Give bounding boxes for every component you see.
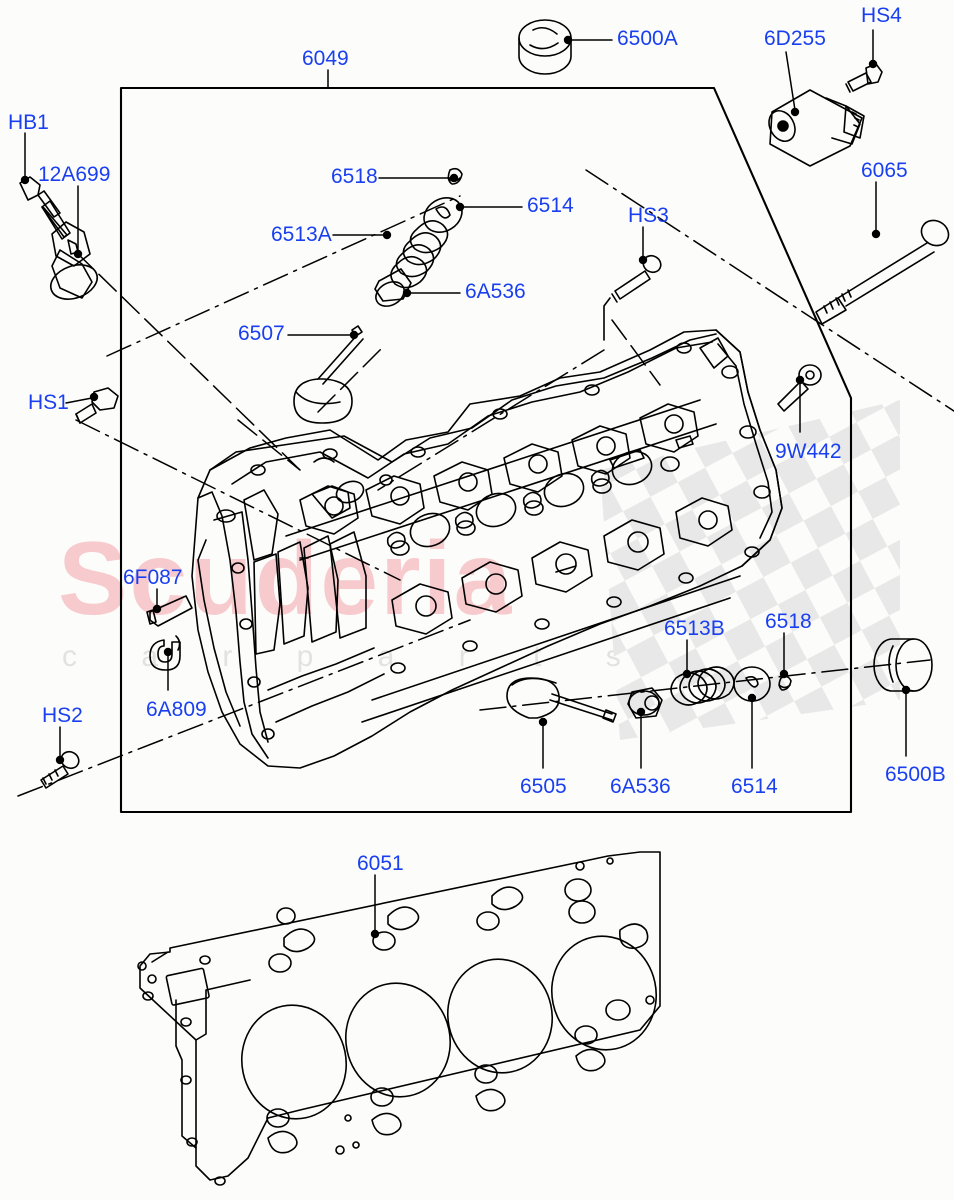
callout-label-9w442[interactable]: 9W442 xyxy=(775,440,842,463)
part-hb1-head-bolt xyxy=(19,176,71,240)
part-6051-head-gasket xyxy=(137,851,661,1186)
callout-label-6518-upper[interactable]: 6518 xyxy=(331,165,378,188)
watermark-brand: Scuderia xyxy=(58,521,514,637)
callout-label-6a809[interactable]: 6A809 xyxy=(146,698,207,721)
callout-label-6507[interactable]: 6507 xyxy=(238,322,285,345)
part-6500a-valve-tappet xyxy=(518,19,572,75)
callout-label-6514-lower[interactable]: 6514 xyxy=(731,775,778,798)
callout-label-6a536-lower[interactable]: 6A536 xyxy=(610,775,671,798)
checkered-flag-watermark xyxy=(600,400,900,740)
valve-train-lower xyxy=(506,666,792,723)
part-hs2-screw xyxy=(40,750,80,789)
callout-label-6a536-upper[interactable]: 6A536 xyxy=(465,280,526,303)
callout-label-6d255[interactable]: 6D255 xyxy=(764,27,826,50)
part-9w442-dowel xyxy=(777,364,822,412)
callout-label-6500a[interactable]: 6500A xyxy=(617,27,678,50)
callout-label-6500b[interactable]: 6500B xyxy=(885,763,946,786)
callout-label-6518-lower[interactable]: 6518 xyxy=(765,610,812,633)
callout-label-6513b[interactable]: 6513B xyxy=(664,617,725,640)
callout-label-hs4[interactable]: HS4 xyxy=(861,4,902,27)
part-6d255-cam-actuator xyxy=(768,89,865,167)
callout-label-6065[interactable]: 6065 xyxy=(861,159,908,182)
part-hs1-screw xyxy=(75,387,119,424)
callout-label-hb1[interactable]: HB1 xyxy=(8,111,49,134)
callout-label-6513a[interactable]: 6513A xyxy=(271,223,332,246)
part-6065-long-bolt xyxy=(815,219,950,325)
valve-train-upper xyxy=(293,167,463,424)
part-hs3-screw xyxy=(603,254,662,341)
callout-label-6049[interactable]: 6049 xyxy=(302,47,349,70)
callout-label-hs2[interactable]: HS2 xyxy=(42,704,83,727)
part-6f087-dowel-pin xyxy=(146,595,193,627)
leader-lines xyxy=(24,29,907,933)
callout-label-6051[interactable]: 6051 xyxy=(357,852,404,875)
part-6500b-valve-tappet xyxy=(873,638,933,692)
group-boundary-6049 xyxy=(119,86,853,814)
callout-label-6514-upper[interactable]: 6514 xyxy=(527,194,574,217)
callout-label-hs1[interactable]: HS1 xyxy=(28,391,69,414)
callout-label-12a699[interactable]: 12A699 xyxy=(38,163,111,186)
callout-label-hs3[interactable]: HS3 xyxy=(628,204,669,227)
callout-label-6f087[interactable]: 6F087 xyxy=(123,566,183,589)
part-6a809-clip xyxy=(149,635,181,671)
callout-label-6505[interactable]: 6505 xyxy=(520,775,567,798)
part-12a699-ignition-coil xyxy=(49,221,99,300)
part-6049-cylinder-head xyxy=(191,329,783,769)
assembly-axis-lines xyxy=(17,169,954,797)
part-hs4-screw xyxy=(845,63,883,93)
assembly-axis-lines-2 xyxy=(75,251,661,471)
